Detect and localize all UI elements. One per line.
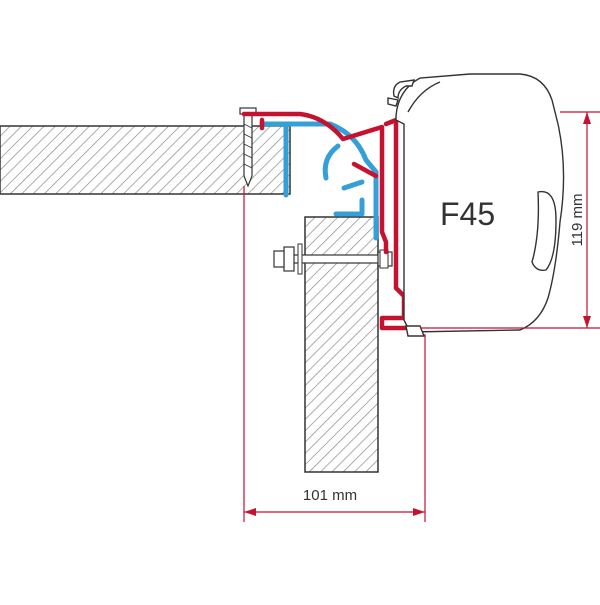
roof-beam [0,125,291,195]
width-dimension-label: 101 mm [303,487,357,504]
model-label: F45 [440,196,495,232]
width-dimension [243,186,426,522]
mounting-bolt [273,243,393,275]
height-dimension-label: 119 mm [569,193,586,246]
awning-cassette [387,73,565,337]
height-dimension [420,111,600,329]
